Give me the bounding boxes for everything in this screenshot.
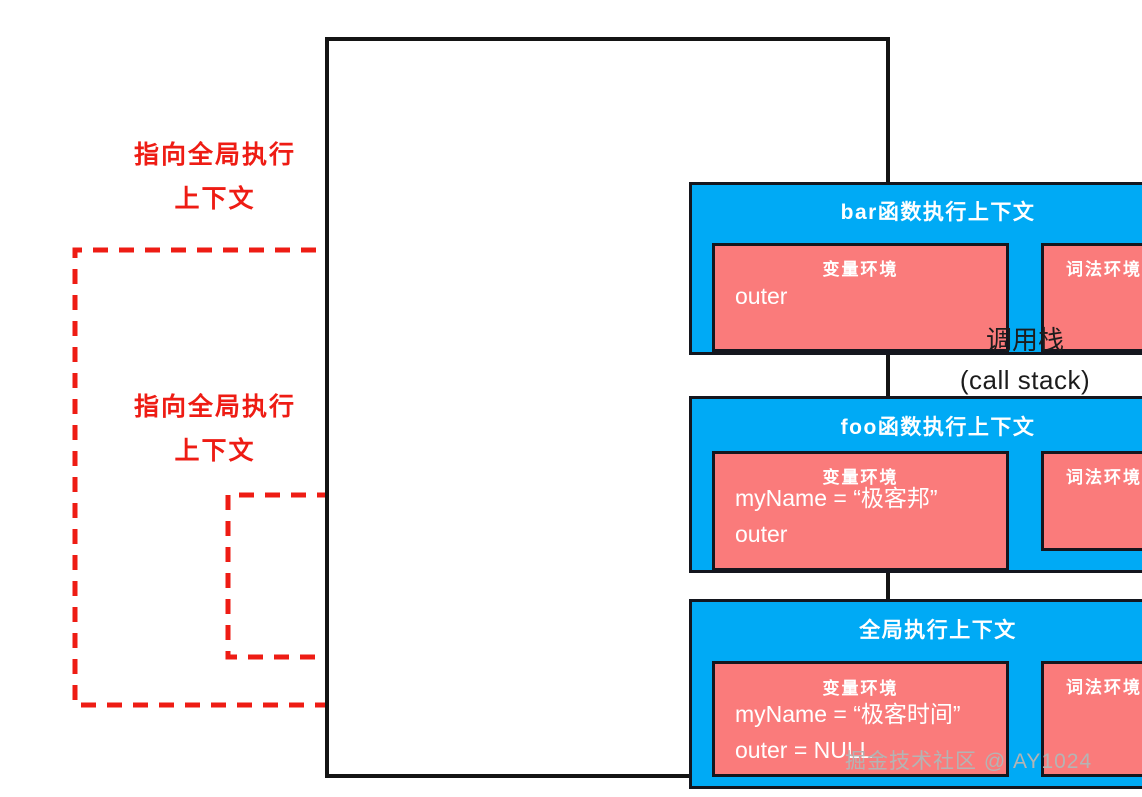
annotation-foo-line2: 上下文: [174, 437, 256, 465]
lexical-environment-title-foo: 词法环境: [1066, 468, 1142, 487]
lexical-environment-bar: 词法环境: [1041, 243, 1142, 352]
variable-environment-title-foo: 变量环境: [822, 468, 899, 487]
variable-environment-entries-foo: myName = “极客邦” outer: [735, 480, 1000, 552]
variable-environment-title-global: 变量环境: [822, 679, 899, 698]
variable-entry-outer-foo: outer: [735, 521, 788, 547]
annotation-foo-line1: 指向全局执行: [133, 393, 296, 421]
annotation-bar-line2: 上下文: [174, 185, 256, 213]
variable-environment-entries-global: myName = “极客时间” outer = NULL: [735, 696, 1000, 768]
context-title-bar: bar函数执行上下文: [840, 201, 1036, 224]
watermark-text: 掘金技术社区 @ AY1024: [845, 750, 1093, 773]
execution-context-global[interactable]: 全局执行上下文 变量环境 myName = “极客时间” outer = NUL…: [689, 599, 1142, 789]
call-stack-caption: 调用栈 (call stack): [920, 320, 1130, 400]
variable-environment-entries-bar: outer: [735, 283, 788, 309]
call-stack-caption-cn: 调用栈: [985, 325, 1064, 355]
variable-entry-outer-global: outer = NULL: [735, 737, 873, 763]
variable-entry-myname-foo: myName = “极客邦”: [735, 485, 938, 511]
lexical-environment-global: 词法环境: [1041, 661, 1142, 777]
lexical-environment-foo: 词法环境: [1041, 451, 1142, 551]
call-stack-container: bar函数执行上下文 变量环境 outer 词法环境 foo函数执行上下文 变量…: [325, 37, 1142, 789]
annotation-bar-outer-pointer: 指向全局执行 上下文: [95, 133, 335, 221]
annotation-foo-outer-pointer: 指向全局执行 上下文: [95, 385, 335, 473]
context-title-global: 全局执行上下文: [859, 619, 1017, 642]
context-title-foo: foo函数执行上下文: [840, 416, 1036, 439]
variable-environment-foo: 变量环境 myName = “极客邦” outer: [712, 451, 1009, 571]
annotation-bar-line1: 指向全局执行: [133, 141, 296, 169]
execution-context-foo[interactable]: foo函数执行上下文 变量环境 myName = “极客邦” outer 词法环…: [689, 396, 1142, 573]
variable-environment-bar: 变量环境 outer: [712, 243, 1009, 352]
variable-environment-global: 变量环境 myName = “极客时间” outer = NULL: [712, 661, 1009, 777]
variable-entry-myname-global: myName = “极客时间”: [735, 701, 961, 727]
lexical-environment-title-global: 词法环境: [1066, 678, 1142, 697]
call-stack-caption-en: (call stack): [959, 365, 1091, 395]
variable-environment-title-bar: 变量环境: [822, 260, 899, 279]
lexical-environment-title-bar: 词法环境: [1066, 260, 1142, 279]
execution-context-bar[interactable]: bar函数执行上下文 变量环境 outer 词法环境: [689, 182, 1142, 355]
